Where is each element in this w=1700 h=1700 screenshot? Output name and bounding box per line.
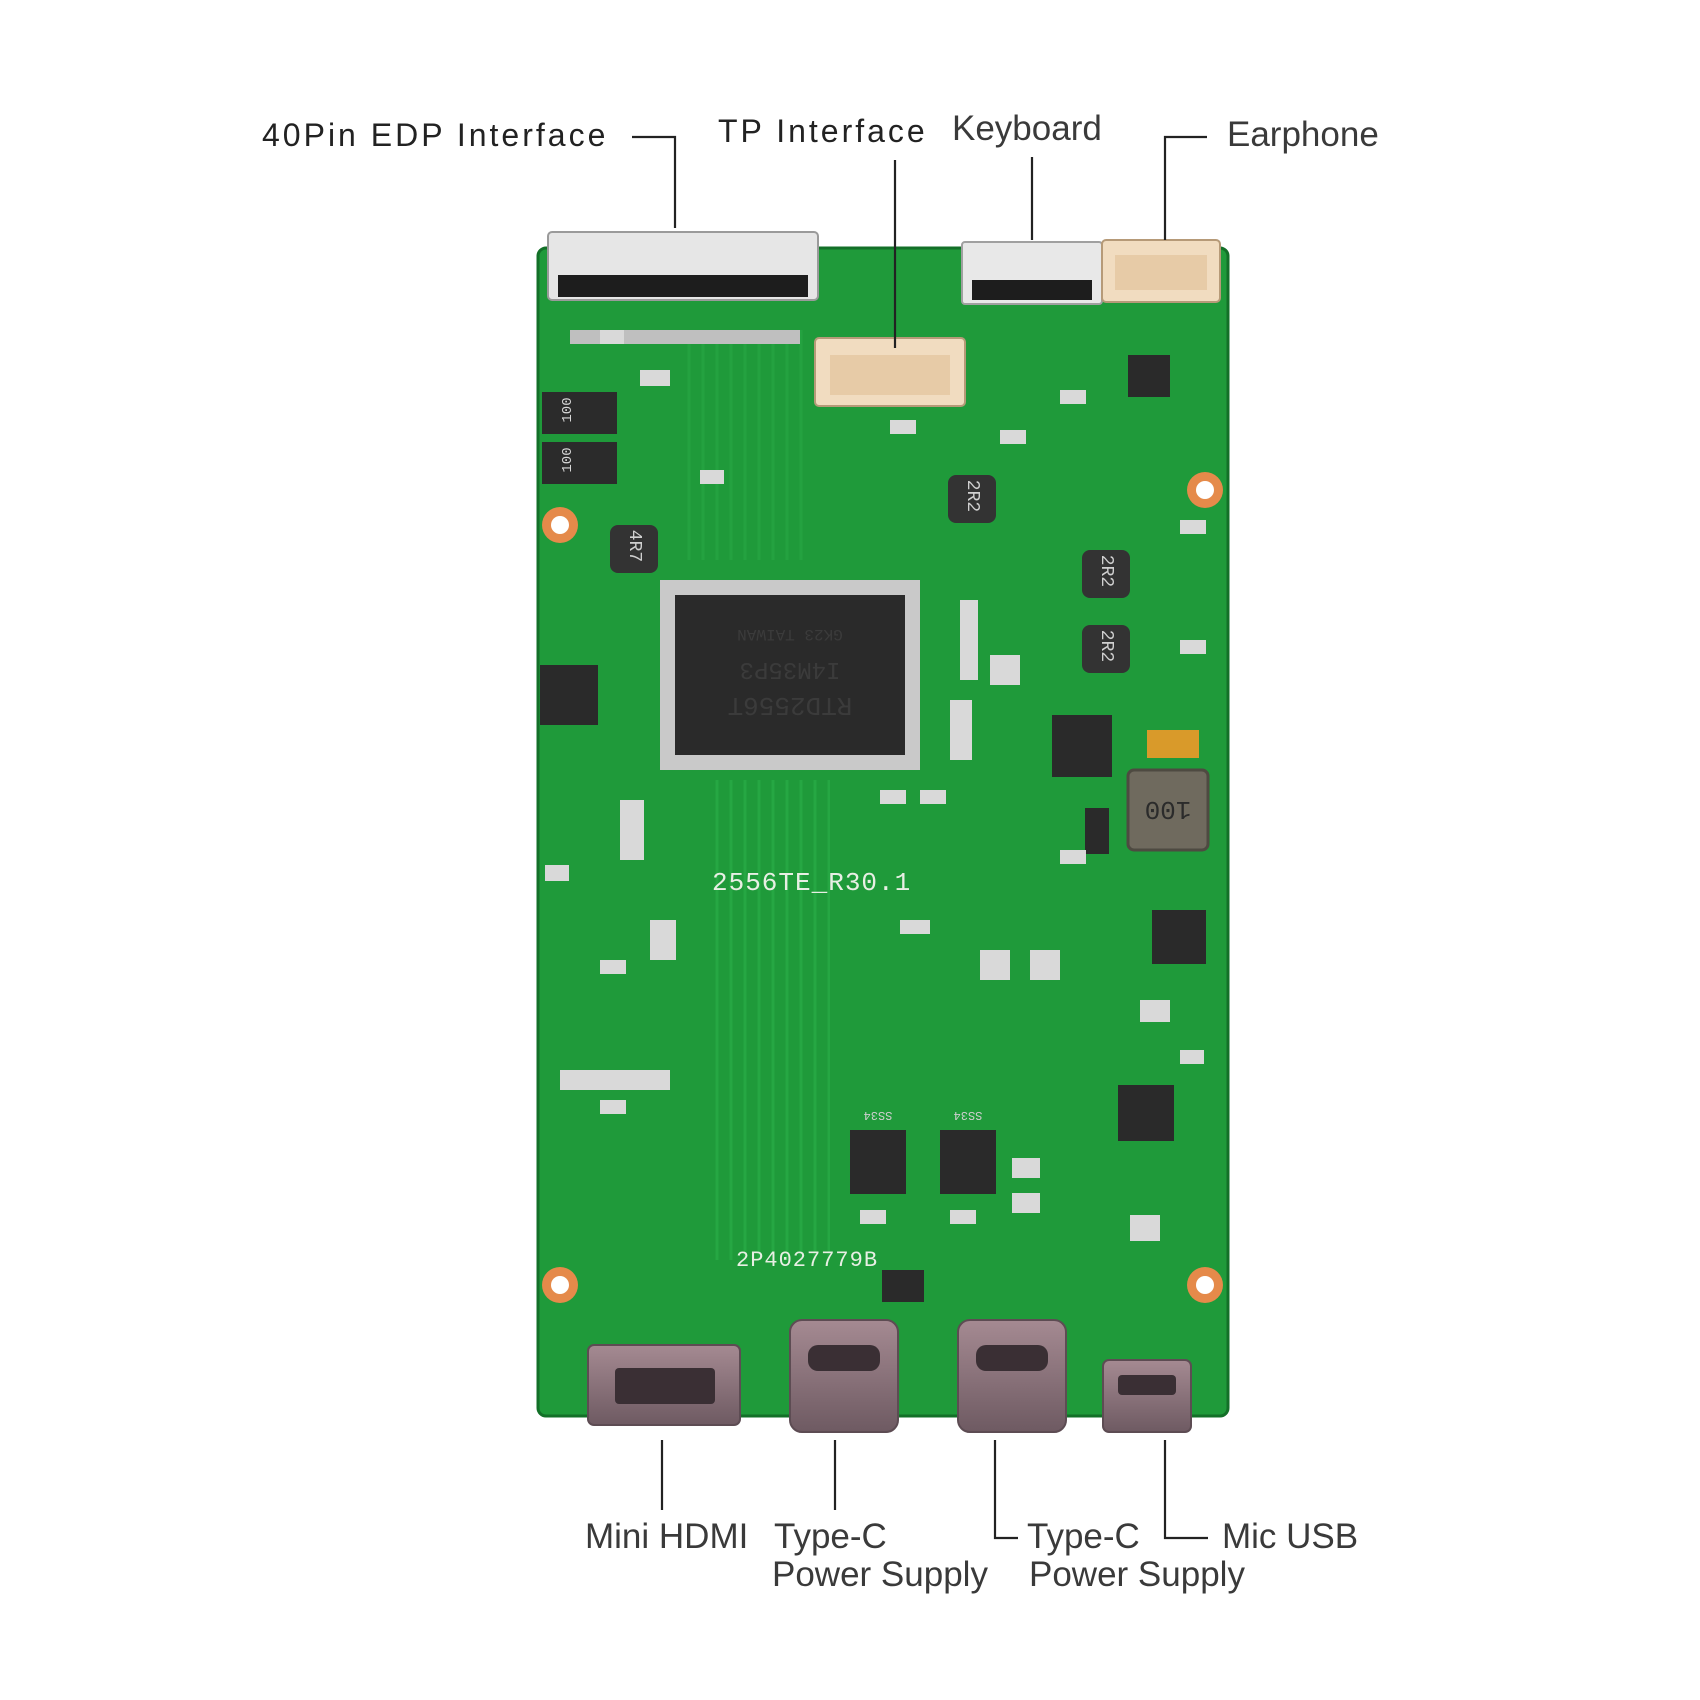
micro-usb-port [1102, 1359, 1192, 1433]
ic-ss34-a-mark: SS34 [863, 1108, 893, 1122]
label-earphone: Earphone [1227, 115, 1379, 154]
ic-packages [540, 355, 1206, 1302]
main-chip-line1: RTD2556T [727, 690, 853, 720]
keyboard-connector [961, 241, 1103, 305]
inductor-100-mark: 100 [1144, 794, 1192, 824]
type-c-port-1 [789, 1319, 899, 1433]
label-mic-usb: Mic USB [1222, 1517, 1359, 1556]
inductor-2r2-c-mark: 2R2 [1096, 629, 1116, 663]
inductors [610, 475, 1210, 852]
ic-ss34-b-mark: SS34 [953, 1108, 983, 1122]
label-type-c-1-line2: Power Supply [772, 1555, 988, 1594]
leader-lines [632, 135, 1208, 1540]
inductor-2r2-b-mark: 2R2 [1096, 554, 1116, 588]
main-chip [660, 580, 920, 770]
edp-connector [547, 231, 819, 344]
label-type-c-power-supply-1: Type-C Power Supply [772, 1518, 988, 1594]
trace-bus [710, 780, 830, 1260]
leader-mic-usb [1163, 1440, 1208, 1540]
leader-typec-2 [993, 1440, 1018, 1540]
mounting-holes [542, 472, 1223, 1303]
mini-hdmi-port [587, 1344, 741, 1426]
cap-a-mark: 100 [560, 397, 576, 423]
main-chip-line3: GK23 TAIWAN [737, 625, 843, 643]
label-type-c-power-supply-2: Type-C Power Supply [1027, 1518, 1245, 1594]
label-edp-interface: 40Pin EDP Interface [262, 117, 609, 153]
main-chip-line2: I4M35P3 [739, 655, 841, 682]
label-type-c-1-line1: Type-C [774, 1517, 887, 1556]
tp-connector [814, 337, 966, 407]
silk-model: 2556TE_R30.1 [712, 868, 912, 898]
trace-bus-top [680, 330, 810, 560]
earphone-connector [1101, 239, 1221, 303]
inductor-4r7-mark: 4R7 [624, 529, 644, 563]
label-mini-hdmi: Mini HDMI [585, 1517, 749, 1556]
silk-serial: 2P4027779B [736, 1248, 879, 1273]
cap-b-mark: 100 [560, 447, 576, 473]
label-tp-interface: TP Interface [718, 113, 928, 149]
leader-edp [632, 135, 677, 228]
inductor-2r2-a-mark: 2R2 [962, 479, 982, 513]
label-type-c-2-line2: Power Supply [1029, 1555, 1245, 1594]
leader-earphone [1163, 135, 1207, 240]
capacitors [542, 392, 1199, 758]
type-c-port-2 [957, 1319, 1067, 1433]
label-keyboard: Keyboard [952, 109, 1102, 148]
label-type-c-2-line1: Type-C [1027, 1517, 1140, 1556]
passive-components [545, 330, 1206, 1241]
